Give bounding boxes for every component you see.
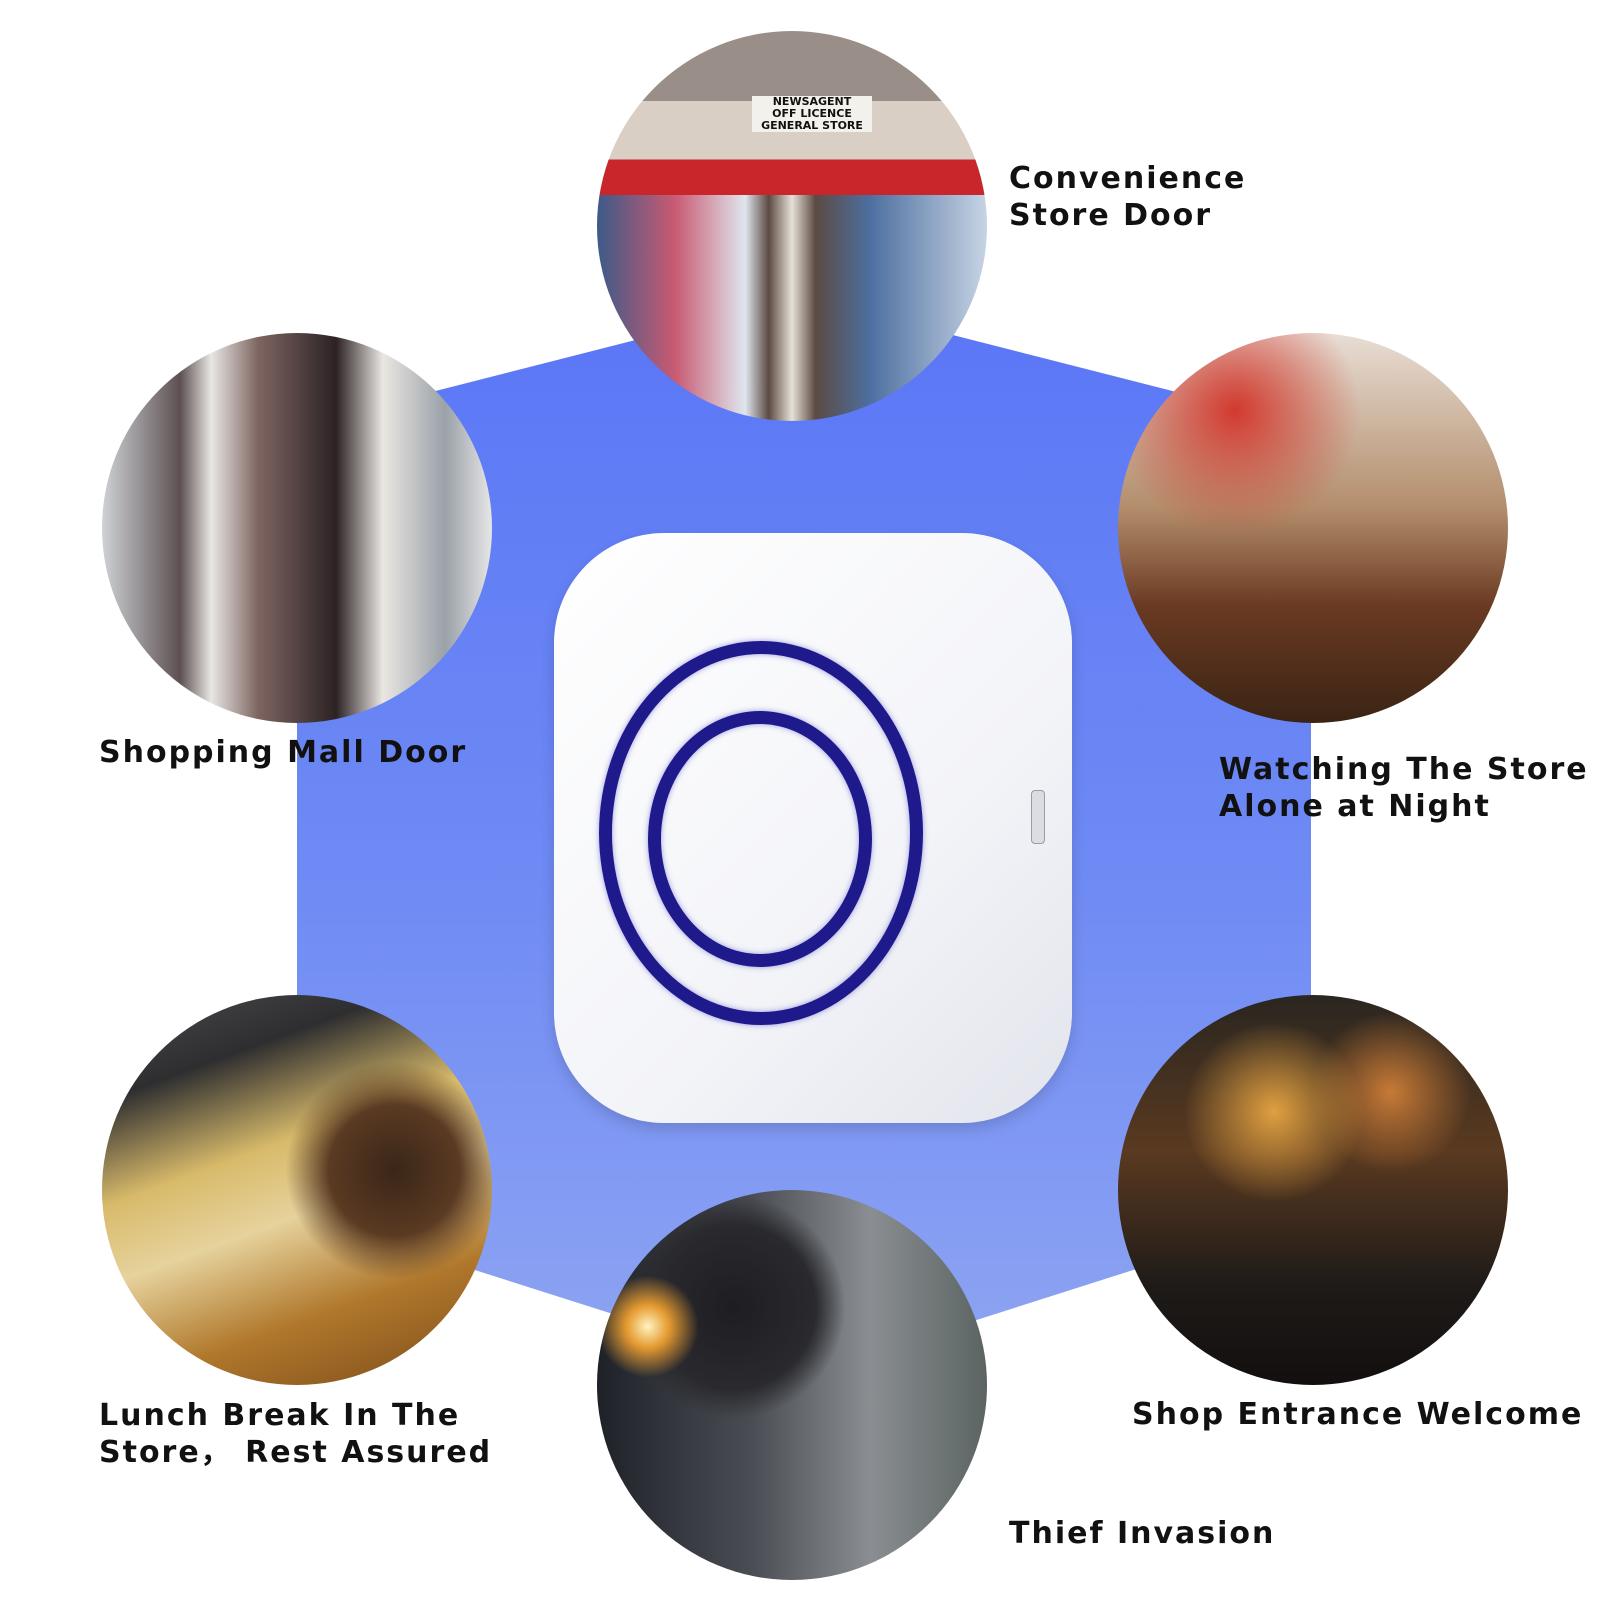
label-line: Lunch Break In The <box>99 1398 461 1433</box>
store-night-photo <box>1118 333 1508 723</box>
label-convenience-store-door: Convenience Store Door <box>1009 160 1246 234</box>
label-line: Thief Invasion <box>1009 1516 1276 1551</box>
label-shopping-mall-door: Shopping Mall Door <box>99 734 467 771</box>
label-line: Alone at Night <box>1219 789 1491 824</box>
label-watching-store: Watching The Store Alone at Night <box>1219 751 1589 825</box>
label-line: Store Door <box>1009 198 1213 233</box>
label-line: Watching The Store <box>1219 752 1589 787</box>
label-line: Shopping Mall Door <box>99 735 468 770</box>
shop-entrance-photo <box>1118 995 1508 1385</box>
label-line: Convenience <box>1009 161 1247 196</box>
label-line: Store， Rest Assured <box>99 1435 493 1470</box>
sign-line: OFF LICENCE <box>772 107 852 120</box>
sign-line: NEWSAGENT <box>772 95 852 108</box>
lunch-break-photo <box>102 995 492 1385</box>
label-shop-entrance: Shop Entrance Welcome <box>1132 1396 1583 1433</box>
label-lunch-break: Lunch Break In The Store， Rest Assured <box>99 1397 492 1471</box>
sign-line: GENERAL STORE <box>761 119 863 132</box>
shopping-mall-photo <box>102 333 492 723</box>
label-thief-invasion: Thief Invasion <box>1009 1515 1275 1552</box>
thief-photo <box>597 1190 987 1580</box>
usb-port <box>1031 790 1045 844</box>
label-line: Shop Entrance Welcome <box>1132 1397 1584 1432</box>
inner-led-ring <box>648 711 872 967</box>
convenience-store-photo: NEWSAGENT OFF LICENCE GENERAL STORE <box>597 31 987 421</box>
newsagent-sign: NEWSAGENT OFF LICENCE GENERAL STORE <box>752 96 872 132</box>
